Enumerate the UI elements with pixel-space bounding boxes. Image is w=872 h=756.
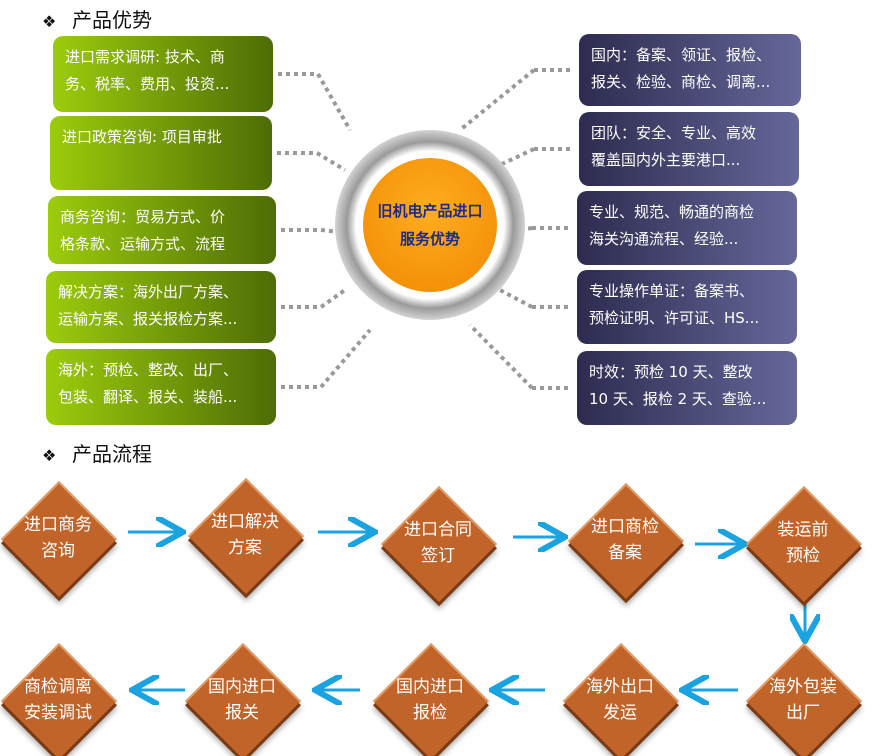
- box-text-line: 进口需求调研: 技术、商: [65, 48, 225, 66]
- step-label: 装运前: [777, 520, 829, 540]
- step-label: 进口商务: [24, 515, 92, 535]
- step-label: 安装调试: [24, 703, 92, 723]
- process-step: 国内进口报关: [185, 643, 301, 756]
- process-step: 国内进口报检: [373, 643, 489, 756]
- process-step: 进口解决方案: [188, 478, 304, 594]
- right-advantage-box: 国内：备案、领证、报检、报关、检验、商检、调离...: [579, 34, 801, 106]
- left-advantage-box: 商务咨询：贸易方式、价格条款、运输方式、流程: [48, 196, 276, 264]
- right-advantage-box: 团队：安全、专业、高效覆盖国内外主要港口...: [579, 112, 799, 186]
- dotted-connector: [320, 228, 341, 234]
- section-process: ❖产品流程: [42, 442, 152, 466]
- step-label: 报关: [225, 703, 259, 723]
- process-step: 进口商务咨询: [1, 481, 117, 597]
- left-advantage-box: 海外：预检、整改、出厂、包装、翻译、报关、装船...: [46, 349, 276, 425]
- box-text-line: 海关沟通流程、经验...: [589, 230, 739, 248]
- dotted-connector: [499, 147, 535, 167]
- box-text-line: 国内：备案、领证、报检、: [591, 46, 772, 64]
- step-label: 海外出口: [586, 677, 654, 697]
- box-text-line: 团队：安全、专业、高效: [591, 124, 757, 142]
- process-step: 商检调离安装调试: [1, 643, 117, 756]
- step-label: 发运: [603, 703, 637, 723]
- step-label: 咨询: [41, 541, 75, 561]
- box-text-line: 商务咨询：贸易方式、价: [60, 208, 226, 226]
- dotted-connector: [499, 288, 533, 309]
- center-circle: 旧机电产品进口 服务优势: [363, 158, 497, 292]
- box-text-line: 进口政策咨询: 项目审批: [62, 128, 222, 146]
- box-text-line: 时效：预检 10 天、整改: [589, 363, 753, 381]
- left-advantage-box: 进口政策咨询: 项目审批: [50, 116, 272, 190]
- step-label: 国内进口: [208, 677, 276, 697]
- box-text-line: 专业、规范、畅通的商检: [589, 203, 755, 221]
- process-step: 进口合同签订: [381, 486, 497, 602]
- dotted-connector: [319, 328, 372, 389]
- step-label: 商检调离: [24, 677, 92, 697]
- dotted-connector: [315, 151, 347, 172]
- box-text-line: 务、税率、费用、投资...: [65, 75, 230, 93]
- step-label: 报检: [413, 703, 447, 723]
- box-text-line: 10 天、报检 2 天、查验...: [589, 390, 767, 408]
- section-advantages: ❖产品优势: [42, 8, 152, 32]
- step-label: 预检: [786, 546, 820, 566]
- step-label: 进口合同: [404, 520, 472, 540]
- process-step: 海外出口发运: [563, 643, 679, 756]
- dotted-connector: [319, 288, 347, 309]
- step-label: 签订: [421, 546, 455, 566]
- right-advantage-box: 时效：预检 10 天、整改 10 天、报检 2 天、查验...: [577, 351, 797, 425]
- left-advantage-box: 解决方案：海外出厂方案、运输方案、报关报检方案...: [46, 271, 276, 343]
- process-step: 进口商检备案: [568, 483, 684, 599]
- box-text-line: 报关、检验、商检、调离...: [591, 73, 771, 91]
- step-label: 国内进口: [396, 677, 464, 697]
- step-label: 方案: [228, 538, 262, 558]
- box-text-line: 海外：预检、整改、出厂、: [58, 361, 239, 379]
- dotted-connector: [316, 73, 352, 131]
- step-label: 进口解决: [211, 512, 279, 532]
- box-text-line: 覆盖国内外主要港口...: [591, 151, 741, 169]
- left-advantage-box: 进口需求调研: 技术、商务、税率、费用、投资...: [53, 36, 273, 112]
- diamond-bullet-icon: ❖: [42, 446, 57, 465]
- right-advantage-box: 专业、规范、畅通的商检海关沟通流程、经验...: [577, 191, 797, 265]
- box-text-line: 格条款、运输方式、流程: [60, 235, 226, 253]
- step-label: 备案: [608, 543, 642, 563]
- box-text-line: 预检证明、许可证、HS...: [589, 309, 760, 327]
- diamond-bullet-icon: ❖: [42, 12, 57, 31]
- box-text-line: 运输方案、报关报检方案...: [58, 310, 238, 328]
- right-advantage-box: 专业操作单证：备案书、预检证明、许可证、HS...: [577, 270, 797, 344]
- process-step: 海外包装出厂: [746, 643, 862, 756]
- dotted-connector: [468, 323, 534, 390]
- dotted-connector: [458, 68, 536, 132]
- step-label: 进口商检: [591, 517, 659, 537]
- box-text-line: 解决方案：海外出厂方案、: [58, 283, 239, 301]
- process-step: 装运前预检: [746, 486, 862, 602]
- box-text-line: 包装、翻译、报关、装船...: [58, 388, 238, 406]
- step-label: 出厂: [786, 703, 820, 723]
- box-text-line: 专业操作单证：备案书、: [589, 282, 755, 300]
- step-label: 海外包装: [769, 677, 837, 697]
